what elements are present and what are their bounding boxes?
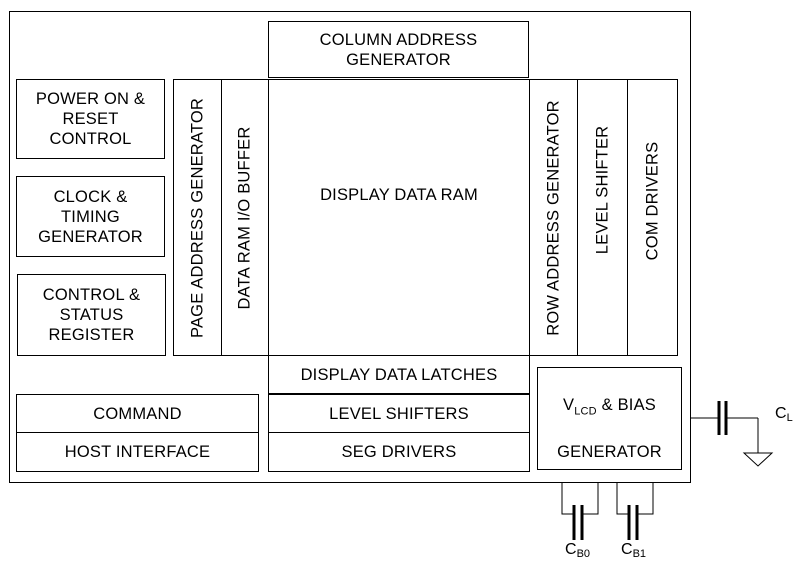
cb1-label-main: C bbox=[621, 541, 633, 558]
host-interface-label: HOST INTERFACE bbox=[64, 443, 211, 461]
command: COMMAND bbox=[16, 394, 259, 433]
cl-label-main: C bbox=[775, 405, 787, 422]
cb1-label: CB1 bbox=[621, 541, 646, 560]
vlcd-generator-text: GENERATOR bbox=[557, 442, 662, 461]
vlcd-subscript: LCD bbox=[574, 405, 597, 418]
vlcd-bias-generator: VLCD & BIAS GENERATOR bbox=[537, 367, 682, 470]
level-shifters-label: LEVEL SHIFTERS bbox=[329, 404, 469, 423]
column-address-generator-label: COLUMN ADDRESS GENERATOR bbox=[319, 30, 478, 69]
cb1-wire-right bbox=[637, 483, 654, 515]
seg-drivers: SEG DRIVERS bbox=[268, 432, 530, 472]
vlcd-bias-text: & BIAS bbox=[596, 396, 656, 415]
cb0-label: CB0 bbox=[565, 541, 590, 560]
control-status-register: CONTROL & STATUS REGISTER bbox=[17, 274, 166, 356]
cb0-wire-right bbox=[582, 483, 599, 515]
row-address-generator: ROW ADDRESS GENERATOR bbox=[529, 79, 578, 356]
display-data-ram: DISPLAY DATA RAM bbox=[268, 79, 530, 356]
cb0-wire-left bbox=[561, 483, 574, 515]
level-shifters: LEVEL SHIFTERS bbox=[268, 394, 530, 433]
display-data-latches: DISPLAY DATA LATCHES bbox=[268, 355, 530, 394]
cb1-label-sub: B1 bbox=[632, 548, 647, 560]
display-data-latches-label: DISPLAY DATA LATCHES bbox=[300, 365, 498, 384]
page-address-generator: PAGE ADDRESS GENERATOR bbox=[173, 79, 222, 356]
cb1-wire-left bbox=[616, 483, 629, 515]
cl-label: CL bbox=[775, 405, 793, 424]
seg-drivers-label: SEG DRIVERS bbox=[341, 443, 457, 461]
clock-timing-label: CLOCK & TIMING GENERATOR bbox=[38, 187, 143, 246]
command-label: COMMAND bbox=[93, 404, 182, 423]
control-status-label: CONTROL & STATUS REGISTER bbox=[42, 286, 141, 344]
host-interface: HOST INTERFACE bbox=[16, 432, 259, 472]
display-data-ram-label: DISPLAY DATA RAM bbox=[320, 186, 478, 204]
cl-label-sub: L bbox=[786, 412, 793, 424]
power-on-reset-control: POWER ON & RESET CONTROL bbox=[16, 79, 165, 159]
cb0-label-sub: B0 bbox=[576, 548, 591, 560]
power-on-reset-label: POWER ON & RESET CONTROL bbox=[35, 90, 146, 148]
cb0-label-main: C bbox=[565, 541, 577, 558]
ground-icon bbox=[742, 452, 774, 467]
com-drivers: COM DRIVERS bbox=[627, 79, 678, 356]
column-address-generator: COLUMN ADDRESS GENERATOR bbox=[268, 21, 529, 78]
vlcd-v: V bbox=[562, 396, 575, 415]
clock-timing-generator: CLOCK & TIMING GENERATOR bbox=[16, 176, 165, 257]
vlcd-bias-generator-label: VLCD & BIAS GENERATOR bbox=[557, 375, 662, 461]
